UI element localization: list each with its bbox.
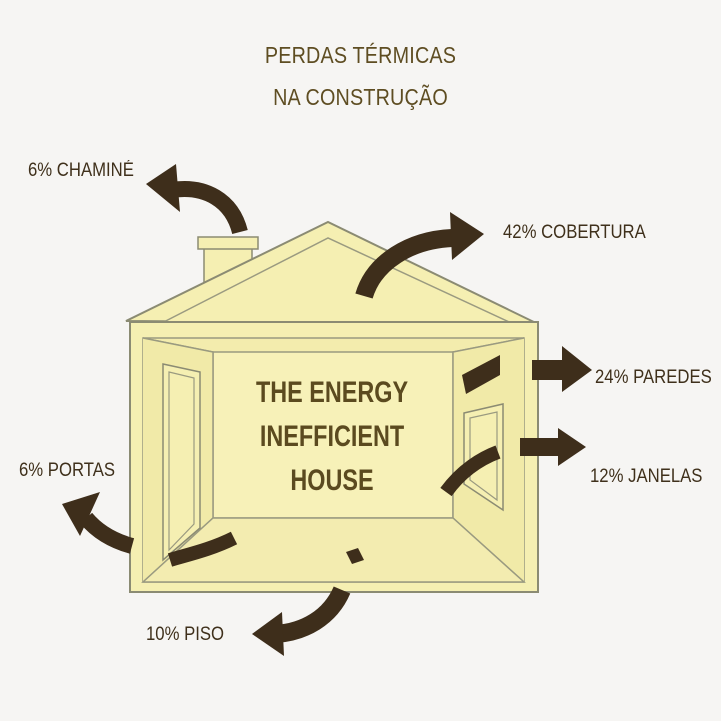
title-line-2: NA CONSTRUÇÃO xyxy=(273,84,448,110)
roof-arrow-icon xyxy=(355,212,484,300)
floor-arrow-icon xyxy=(252,548,364,656)
walls-arrow-icon xyxy=(462,346,592,394)
title-line-1: PERDAS TÉRMICAS xyxy=(264,42,457,68)
loss-label-walls: 24% PAREDES xyxy=(595,367,712,388)
house-caption-line-3: HOUSE xyxy=(290,464,374,497)
house-caption-line-2: INEFFICIENT xyxy=(259,420,405,453)
loss-label-floor: 10% PISO xyxy=(146,624,225,645)
chimney-arrow-icon xyxy=(146,164,248,235)
loss-label-doors: 6% PORTAS xyxy=(19,460,116,481)
loss-label-chimney: 6% CHAMINÉ xyxy=(28,160,134,181)
loss-label-roof: 42% COBERTURA xyxy=(503,222,646,243)
door xyxy=(162,363,201,562)
doors-arrow-icon xyxy=(62,492,238,567)
windows-arrow-icon xyxy=(440,428,586,497)
house-caption-line-1: THE ENERGY xyxy=(255,376,409,409)
loss-label-windows: 12% JANELAS xyxy=(590,466,703,487)
